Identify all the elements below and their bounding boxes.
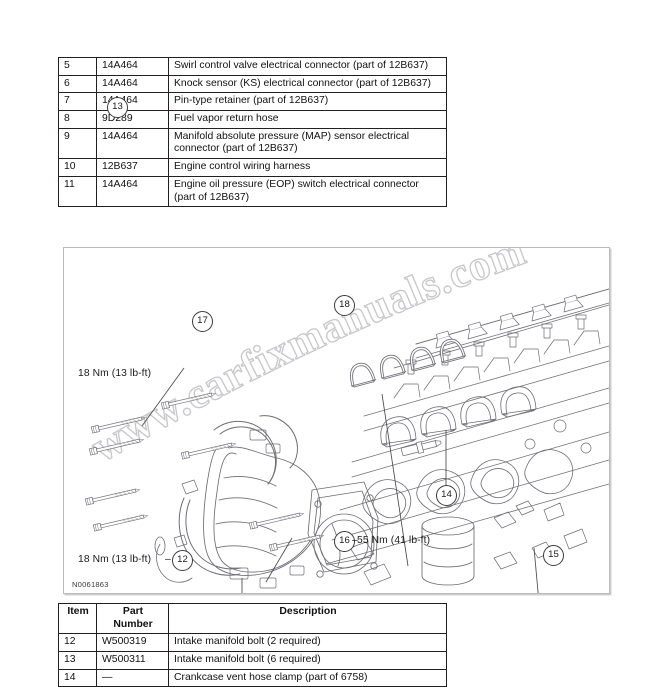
cell-part-number: W500319 — [96, 633, 169, 653]
cell-part-number: — — [96, 668, 169, 687]
cell-item: 13 — [58, 651, 97, 670]
callout-17: 17 — [192, 311, 213, 332]
callout-16: 16 — [334, 531, 355, 552]
cell-part-number: 14A464 — [96, 57, 169, 76]
cell-part-number: W500311 — [96, 651, 169, 670]
cell-part-number: 14A464 — [96, 127, 169, 160]
cell-description: Fuel vapor return hose — [168, 110, 447, 129]
cell-item: 11 — [58, 175, 97, 208]
cell-description: Knock sensor (KS) electrical connector (… — [168, 74, 447, 94]
cell-part-number: 14A464 — [96, 175, 169, 208]
table-row: 14 — Crankcase vent hose clamp (part of … — [58, 668, 447, 687]
table-row: 13 W500311 Intake manifold bolt (6 requi… — [58, 651, 447, 670]
table-row: 6 14A464 Knock sensor (KS) electrical co… — [58, 74, 447, 94]
parts-table-bottom-body: 12 W500319 Intake manifold bolt (2 requi… — [58, 633, 447, 687]
cell-item: 8 — [58, 110, 97, 129]
column-header-part-number: Part Number — [96, 602, 169, 635]
leader-dash-12: – — [165, 554, 171, 565]
torque-spec-13: 18 Nm (13 lb-ft) — [78, 368, 152, 379]
cell-description: Engine oil pressure (EOP) switch electri… — [168, 175, 447, 208]
column-header-description: Description — [168, 602, 447, 635]
engine-line-drawing: www.carfixmanuals.com — [83, 248, 609, 593]
callout-14: 14 — [436, 485, 457, 506]
cell-item: 9 — [58, 127, 97, 160]
cell-description: Pin-type retainer (part of 12B637) — [168, 92, 447, 112]
torque-spec-16: 55 Nm (41 lb-ft) — [357, 535, 431, 546]
torque-spec-12: 18 Nm (13 lb-ft) — [78, 554, 152, 565]
cell-item: 12 — [58, 633, 97, 653]
cell-item: 6 — [58, 74, 97, 94]
table-row: 11 14A464 Engine oil pressure (EOP) swit… — [58, 175, 447, 208]
callout-12: 12 — [172, 550, 193, 571]
table-row: 5 14A464 Swirl control valve electrical … — [58, 57, 447, 76]
parts-table-top-body: 5 14A464 Swirl control valve electrical … — [58, 57, 447, 208]
cell-description: Intake manifold bolt (6 required) — [168, 651, 447, 670]
figure-id-label: N0061863 — [72, 580, 109, 589]
leader-dash-16: – — [352, 535, 358, 546]
column-header-item: Item — [58, 602, 97, 635]
cell-description: Manifold absolute pressure (MAP) sensor … — [168, 127, 447, 160]
cell-item: 7 — [58, 92, 97, 112]
table-row: 12 W500319 Intake manifold bolt (2 requi… — [58, 633, 447, 653]
callout-15: 15 — [543, 545, 564, 566]
parts-table-top: 5 14A464 Swirl control valve electrical … — [58, 57, 447, 208]
cell-part-number: 14A464 — [96, 74, 169, 94]
cell-part-number: 9D289 — [96, 110, 169, 129]
cell-description: Crankcase vent hose clamp (part of 6758) — [168, 668, 447, 687]
parts-table-bottom: Item Part Number Description 12 W500319 … — [58, 602, 447, 687]
cell-item: 14 — [58, 668, 97, 687]
callout-13: 13 — [107, 97, 128, 118]
callout-18: 18 — [334, 295, 355, 316]
svg-text:www.carfixmanuals.com: www.carfixmanuals.com — [83, 248, 532, 472]
cell-item: 5 — [58, 57, 97, 76]
watermark: www.carfixmanuals.com — [83, 248, 532, 472]
cell-description: Intake manifold bolt (2 required) — [168, 633, 447, 653]
table-header-row: Item Part Number Description — [58, 602, 447, 635]
cell-description: Swirl control valve electrical connector… — [168, 57, 447, 76]
table-row: 9 14A464 Manifold absolute pressure (MAP… — [58, 127, 447, 160]
cell-part-number: 12B637 — [96, 158, 169, 177]
parts-table-bottom-head: Item Part Number Description — [58, 602, 447, 635]
cell-description: Engine control wiring harness — [168, 158, 447, 177]
table-row: 10 12B637 Engine control wiring harness — [58, 158, 447, 177]
cell-item: 10 — [58, 158, 97, 177]
